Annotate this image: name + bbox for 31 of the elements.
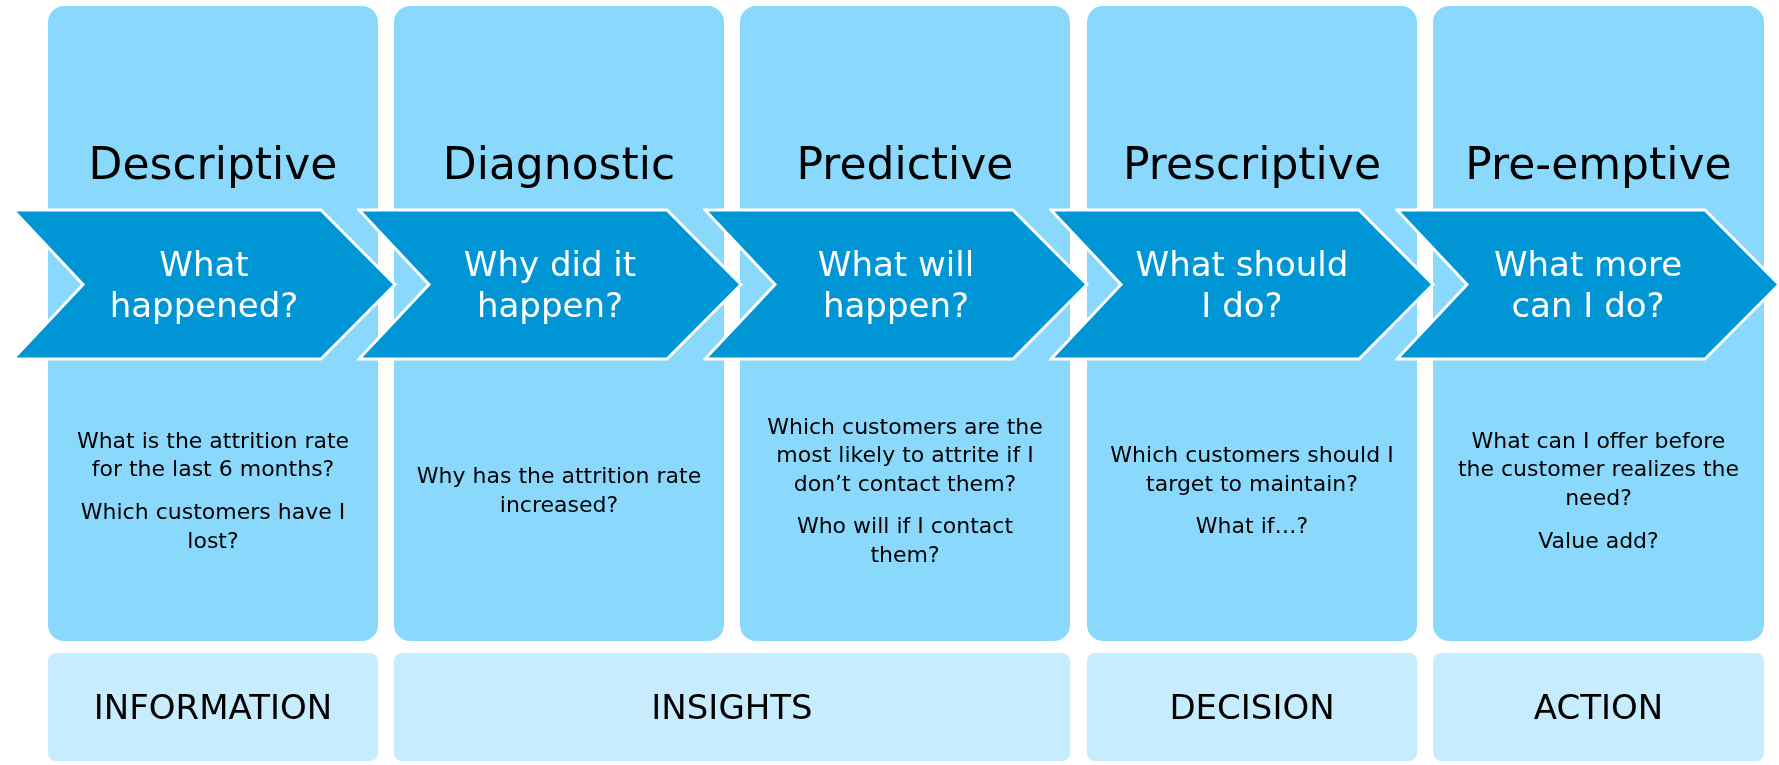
chevron-label: What happened?: [108, 243, 300, 326]
band-label: INSIGHTS: [651, 687, 813, 727]
band-label: DECISION: [1169, 687, 1335, 727]
question-text: What can I offer before the customer realizes the need?: [1456, 426, 1741, 512]
column-heading: Diagnostic: [441, 138, 677, 189]
chevron-banner: [703, 208, 1089, 361]
question-text: Which customers have I lost?: [79, 498, 347, 555]
question-text: Which customers are the most likely to attrite if I don’t contact them?: [766, 412, 1044, 498]
chevron-banner: [1395, 208, 1779, 361]
band-label: ACTION: [1533, 687, 1664, 727]
chevron-label: What will happen?: [816, 243, 976, 326]
question-text: Who will if I contact them?: [795, 512, 1015, 569]
chevron-label: What should I do?: [1134, 243, 1350, 326]
band-label: INFORMATION: [93, 687, 333, 727]
chevron-banner: [1049, 208, 1435, 361]
question-text: Value add?: [1538, 526, 1659, 555]
question-text: What is the attrition rate for the last 6 months?: [75, 426, 351, 484]
chevron-label: What more can I do?: [1492, 243, 1684, 326]
category-band: [48, 653, 378, 761]
question-text: What if…?: [1195, 512, 1309, 541]
column-heading: Pre-emptive: [1464, 138, 1733, 189]
question-text: Why has the attrition rate increased?: [416, 462, 702, 519]
question-text: Which customers should I target to maintain?: [1109, 441, 1395, 498]
category-band: [1087, 653, 1417, 761]
category-band: [394, 653, 1070, 761]
column-heading: Predictive: [795, 138, 1015, 189]
column-heading: Prescriptive: [1122, 138, 1382, 189]
chevron-label: Why did it happen?: [462, 243, 638, 326]
column-heading: Descriptive: [87, 138, 339, 189]
chevron-banner: [357, 208, 743, 361]
category-band: [1433, 653, 1764, 761]
